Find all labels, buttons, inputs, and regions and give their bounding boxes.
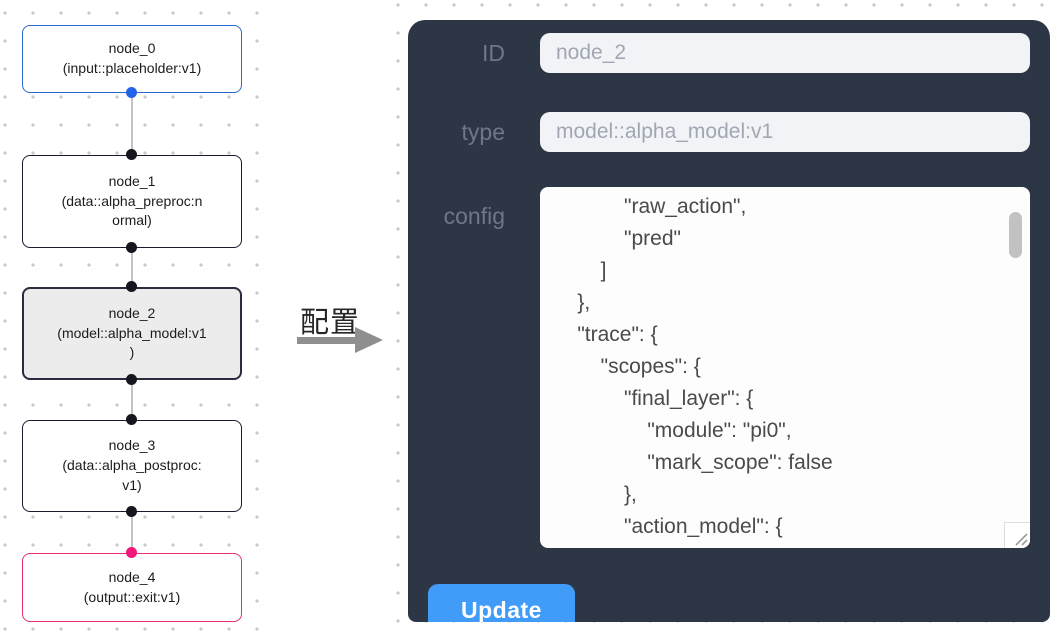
- target-handle-node_3[interactable]: [126, 414, 137, 425]
- arrow-right-icon: [297, 327, 385, 354]
- panel-canvas[interactable]: ID type config "raw_action", "pred" ] },…: [393, 0, 1062, 643]
- type-input[interactable]: [540, 112, 1030, 152]
- target-handle-node_1[interactable]: [126, 149, 137, 160]
- target-handle-node_4[interactable]: [126, 547, 137, 558]
- id-field-label: ID: [482, 40, 505, 66]
- update-button[interactable]: Update: [428, 584, 575, 622]
- source-handle-node_1[interactable]: [126, 242, 137, 253]
- type-field-label: type: [461, 119, 505, 145]
- source-handle-node_3[interactable]: [126, 506, 137, 517]
- edge-node0-node1[interactable]: [131, 93, 133, 155]
- flow-node-node_3[interactable]: node_3 (data::alpha_postproc: v1): [22, 420, 242, 512]
- config-field-label: config: [443, 203, 505, 229]
- edge-node1-node2[interactable]: [131, 248, 133, 287]
- config-textarea[interactable]: "raw_action", "pred" ] }, "trace": { "sc…: [540, 187, 1030, 548]
- config-annotation-label: 配置: [300, 307, 361, 339]
- flow-node-node_4[interactable]: node_4 (output::exit:v1): [22, 553, 242, 622]
- target-handle-node_2[interactable]: [126, 281, 137, 292]
- id-input[interactable]: [540, 33, 1030, 73]
- source-handle-node_0[interactable]: [126, 87, 137, 98]
- node-config-panel: ID type config "raw_action", "pred" ] },…: [408, 20, 1050, 622]
- scrollbar-thumb[interactable]: [1009, 212, 1022, 258]
- source-handle-node_2[interactable]: [126, 374, 137, 385]
- flow-node-node_1[interactable]: node_1 (data::alpha_preproc:n ormal): [22, 155, 242, 248]
- flow-node-node_2-selected[interactable]: node_2 (model::alpha_model:v1 ): [22, 287, 242, 380]
- flow-canvas[interactable]: node_0 (input::placeholder:v1) node_1 (d…: [0, 0, 270, 643]
- resize-grip-icon[interactable]: [1004, 522, 1030, 548]
- edge-node3-node4[interactable]: [131, 512, 133, 553]
- config-json-text: "raw_action", "pred" ] }, "trace": { "sc…: [577, 195, 833, 538]
- flow-node-node_0[interactable]: node_0 (input::placeholder:v1): [22, 25, 242, 93]
- edge-node2-node3[interactable]: [131, 380, 133, 420]
